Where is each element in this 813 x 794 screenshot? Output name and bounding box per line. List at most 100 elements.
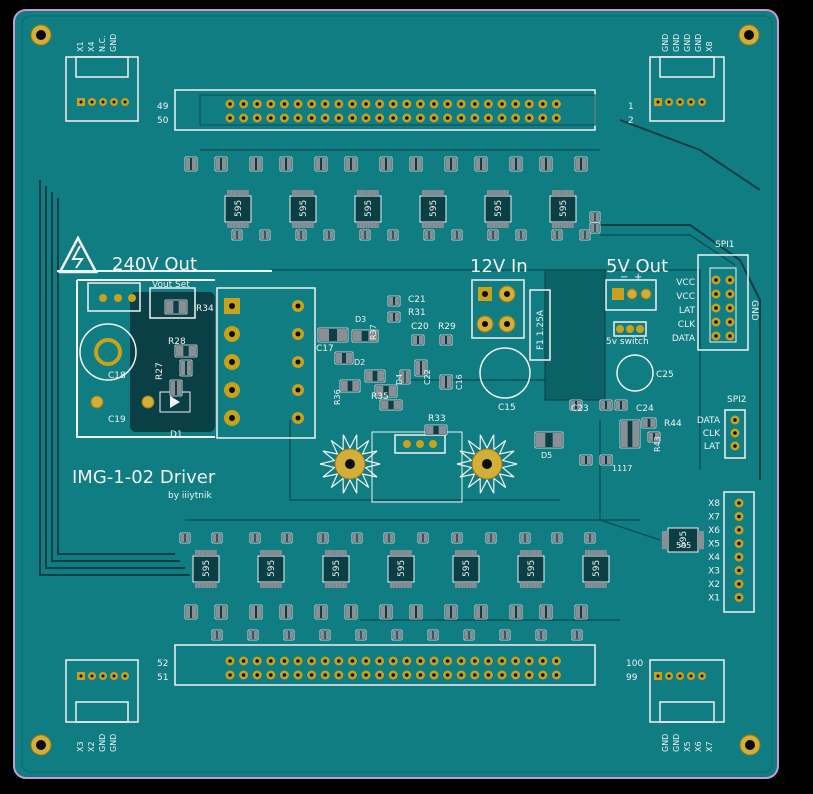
spi2-header	[724, 409, 746, 459]
svg-text:595: 595	[364, 200, 374, 217]
hv-output-section	[57, 235, 316, 439]
connector-bottom-left	[65, 659, 139, 723]
spi1-pin-label: VCC	[676, 292, 695, 302]
ref-c16: C16	[455, 374, 464, 390]
svg-text:595: 595	[559, 200, 569, 217]
connector-top-right	[649, 56, 725, 122]
ref-d2: D2	[354, 358, 365, 367]
spi2-pin-label: LAT	[704, 442, 721, 452]
header-50pin-bottom	[174, 644, 596, 686]
ic-595: 595	[517, 550, 545, 588]
spi1-gnd-label: GND	[749, 300, 759, 321]
connector-bottom-right	[649, 659, 725, 723]
connector-pin-label: GND	[109, 734, 118, 752]
svg-text:595: 595	[494, 200, 504, 217]
pin-label-51: 51	[157, 673, 168, 683]
spi2-pin-label: DATA	[697, 416, 721, 426]
ic-595: 595	[354, 190, 382, 228]
board-author: by iiiytnik	[168, 491, 212, 501]
ref-r28: R28	[168, 337, 186, 347]
connector-pin-label: GND	[109, 34, 118, 52]
connector-pin-label: GND	[661, 734, 670, 752]
copper-traces	[39, 119, 761, 621]
ref-c15: C15	[498, 403, 516, 413]
x-pin-label: X8	[708, 499, 720, 509]
mounting-hole-tl	[30, 24, 52, 46]
ic-595: 595	[192, 550, 220, 588]
spi2-title: SPI2	[727, 395, 747, 405]
pin-label-1: 1	[628, 102, 634, 112]
spi1-pin-label: LAT	[679, 306, 696, 316]
pin-label-99: 99	[626, 673, 638, 683]
ref-r37: R37	[369, 324, 378, 340]
ref-r33: R33	[428, 414, 446, 424]
pin-label-49: 49	[157, 102, 169, 112]
tube-connector-right	[456, 434, 518, 494]
pin-label-52: 52	[157, 659, 168, 669]
svg-text:595: 595	[462, 560, 472, 577]
spi2-pin-label: CLK	[703, 429, 721, 439]
capacitor-c25	[616, 354, 654, 392]
svg-text:595: 595	[299, 200, 309, 217]
switch-5v	[613, 321, 647, 337]
svg-text:595: 595	[267, 560, 277, 577]
ref-r43: R43	[653, 436, 662, 452]
ic-595: 595	[582, 550, 610, 588]
copper-pour-12v	[544, 269, 606, 401]
x-pin-label: X3	[708, 567, 720, 577]
ic-595: 595	[452, 550, 480, 588]
input-12v-connector	[471, 279, 525, 339]
ic-595: 595	[289, 190, 317, 228]
ic-595: 595	[224, 190, 252, 228]
x-output-header	[723, 491, 755, 613]
spi1-pin-label: DATA	[672, 334, 696, 344]
ic-595: 595	[549, 190, 577, 228]
ref-c22: C22	[423, 369, 432, 385]
header-50pin-top	[174, 89, 596, 131]
board-title: IMG-1-02 Driver	[72, 467, 216, 488]
x-pin-label: X2	[708, 580, 720, 590]
ref-d4: D4	[395, 374, 404, 385]
ic-595: 595	[257, 550, 285, 588]
ref-r35: R35	[371, 392, 389, 402]
connector-pin-label: X4	[87, 41, 96, 52]
ref-r29: R29	[438, 322, 456, 332]
connector-pin-label: GND	[98, 734, 107, 752]
x-pin-label: X1	[708, 594, 720, 604]
ic-595: 595	[419, 190, 447, 228]
ic-595: 595	[387, 550, 415, 588]
pin-label-2: 2	[628, 116, 634, 126]
connector-pin-label: GND	[661, 34, 670, 52]
high-voltage-warning-icon	[57, 235, 99, 274]
ref-r31: R31	[408, 308, 426, 318]
ref-595-side: 595	[676, 541, 691, 550]
ref-c21: C21	[408, 295, 426, 305]
svg-text:595: 595	[397, 560, 407, 577]
svg-text:595: 595	[234, 200, 244, 217]
ref-c20: C20	[411, 322, 429, 332]
connector-pin-label: X8	[705, 41, 714, 52]
ic-595: 595	[484, 190, 512, 228]
connector-pin-label: GND	[694, 34, 703, 52]
svg-text:595: 595	[527, 560, 537, 577]
tube-connector-left	[319, 434, 381, 494]
hv-transformer	[216, 287, 316, 439]
ref-r44: R44	[664, 419, 682, 429]
fuse-f1	[529, 289, 551, 361]
label-5v-minus: −	[620, 272, 628, 283]
spi1-pin-label: VCC	[676, 278, 695, 288]
svg-text:595: 595	[429, 200, 439, 217]
pin-label-100: 100	[626, 659, 643, 669]
pin-label-50: 50	[157, 116, 169, 126]
x-pin-label: X5	[708, 540, 720, 550]
label-240v-out: 240V Out	[112, 254, 197, 275]
ref-c17: C17	[316, 344, 334, 354]
connector-pin-label: X3	[76, 741, 85, 752]
connector-pin-label: X7	[705, 741, 714, 752]
label-vout-set: Vout Set	[152, 280, 190, 290]
connector-top-left	[65, 56, 139, 122]
svg-text:595: 595	[332, 560, 342, 577]
connector-pin-label: X2	[87, 741, 96, 752]
connector-pin-label: X1	[76, 41, 85, 52]
